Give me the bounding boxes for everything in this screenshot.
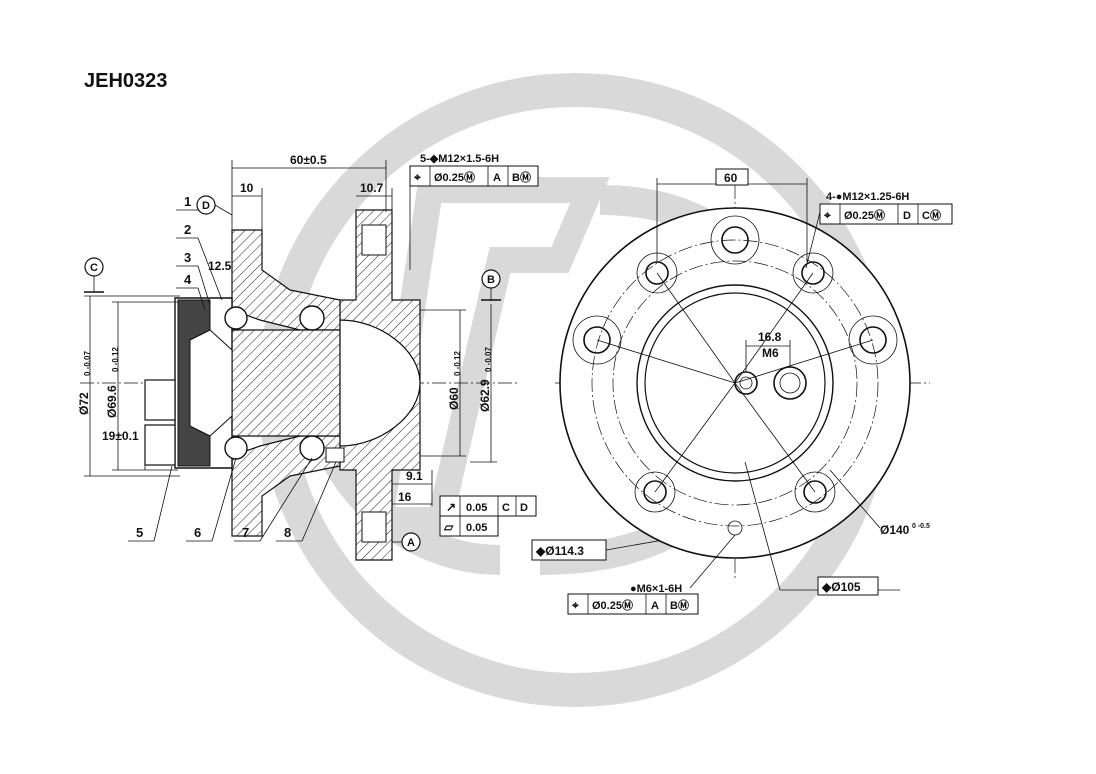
dim-10: 10 <box>240 181 254 195</box>
label-4: 4 <box>184 272 192 287</box>
sensor-body <box>144 424 176 466</box>
dim-9-1: 9.1 <box>406 469 423 483</box>
datum-d: D <box>202 200 210 212</box>
front-view: 60 4-●M12×1.25-6H ⌖ Ø0.25Ⓜ D CⓂ 16.8 M6 … <box>555 168 953 615</box>
bearing-ball-4 <box>299 435 325 461</box>
svg-text:⌖: ⌖ <box>823 208 831 222</box>
label-5: 5 <box>136 525 143 540</box>
datum-a: A <box>407 537 415 549</box>
svg-text:0.05: 0.05 <box>466 522 487 534</box>
flatness-fcf: ▱ 0.05 <box>439 515 499 537</box>
svg-text:↗: ↗ <box>446 500 456 514</box>
dia-140: Ø140 <box>880 523 910 537</box>
m6-fcf: ⌖ Ø0.25Ⓜ A BⓂ <box>567 593 699 615</box>
section-view: 60±0.5 10 10.7 5-◆M12×1.5-6H ⌖ Ø0.25Ⓜ A … <box>77 153 721 561</box>
cap-inner <box>189 329 233 437</box>
dim-12-5: 12.5 <box>208 259 232 273</box>
dia-60-tol: 0 -0.12 <box>453 351 462 376</box>
svg-text:A: A <box>651 600 659 612</box>
svg-text:Ø0.25Ⓜ: Ø0.25Ⓜ <box>434 170 475 184</box>
dim-16-8: 16.8 <box>758 330 782 344</box>
seal <box>325 447 345 463</box>
svg-text:▱: ▱ <box>443 520 454 534</box>
dim-16: 16 <box>398 490 412 504</box>
svg-text:BⓂ: BⓂ <box>670 598 689 612</box>
svg-text:Ø0.25Ⓜ: Ø0.25Ⓜ <box>844 208 885 222</box>
hub-body-lower <box>231 435 341 537</box>
outer-pcd <box>591 239 879 527</box>
svg-text:A: A <box>493 172 501 184</box>
dim-10-7: 10.7 <box>360 181 384 195</box>
bearing-ball-1 <box>224 306 248 330</box>
dia-69-6: Ø69.6 <box>105 385 119 418</box>
label-6: 6 <box>194 525 201 540</box>
pcd-114-3: ◆Ø114.3 <box>535 544 584 558</box>
svg-text:D: D <box>903 210 911 222</box>
dia-62-9: Ø62.9 <box>478 379 492 412</box>
svg-text:⌖: ⌖ <box>571 598 579 612</box>
part-number: JEH0323 <box>84 70 167 92</box>
svg-text:⌖: ⌖ <box>413 170 421 184</box>
pcd-circle <box>612 260 858 506</box>
pilot-inner <box>644 292 826 474</box>
dim-60-front: 60 <box>724 171 738 185</box>
bearing-ball-2 <box>224 436 248 460</box>
dia-72: Ø72 <box>77 392 91 415</box>
label-1: 1 <box>184 194 191 209</box>
datum-c: C <box>90 262 98 274</box>
label-7: 7 <box>242 525 249 540</box>
label-8: 8 <box>284 525 291 540</box>
pcd-105: ◆Ø105 <box>821 580 861 594</box>
stud-fcf: ⌖ Ø0.25Ⓜ A BⓂ <box>409 165 539 187</box>
stud-callout: 5-◆M12×1.5-6H <box>420 153 499 165</box>
label-3: 3 <box>184 250 191 265</box>
dia-72-tol: 0 -0.07 <box>83 351 92 376</box>
svg-text:D: D <box>520 502 528 514</box>
svg-text:C: C <box>502 502 510 514</box>
dia-60: Ø60 <box>447 387 461 410</box>
datum-b: B <box>487 274 495 286</box>
svg-text:Ø0.25Ⓜ: Ø0.25Ⓜ <box>592 598 633 612</box>
stud-hole-bottom <box>361 511 387 543</box>
svg-text:0.05: 0.05 <box>466 502 487 514</box>
dia-69-6-tol: 0 -0.12 <box>111 347 120 372</box>
stud-hole-top <box>361 224 387 256</box>
dim-60-05: 60±0.5 <box>290 153 327 167</box>
dim-19: 19±0.1 <box>102 429 139 443</box>
radial-lines <box>596 272 874 493</box>
m6-callout: ●M6×1-6H <box>630 583 682 595</box>
bolt-callout: 4-●M12×1.25-6H <box>826 191 909 203</box>
dia-62-9-tol: 0 -0.07 <box>484 347 493 372</box>
dia-140-tol: 0 -0.5 <box>912 523 930 530</box>
pilot-outer <box>636 284 834 482</box>
runout-fcf: ↗ 0.05 C D <box>439 495 537 517</box>
m6-label: M6 <box>762 346 779 360</box>
hub-bore <box>339 319 421 447</box>
sensor-connector <box>144 379 176 421</box>
bolt-fcf: ⌖ Ø0.25Ⓜ D CⓂ <box>819 203 953 225</box>
svg-text:CⓂ: CⓂ <box>922 208 941 222</box>
item-labels: 1 2 3 4 5 6 7 8 <box>128 194 337 542</box>
bearing-ball-3 <box>299 305 325 331</box>
label-2: 2 <box>184 222 191 237</box>
svg-text:BⓂ: BⓂ <box>512 170 531 184</box>
hub-shaft <box>219 329 341 437</box>
